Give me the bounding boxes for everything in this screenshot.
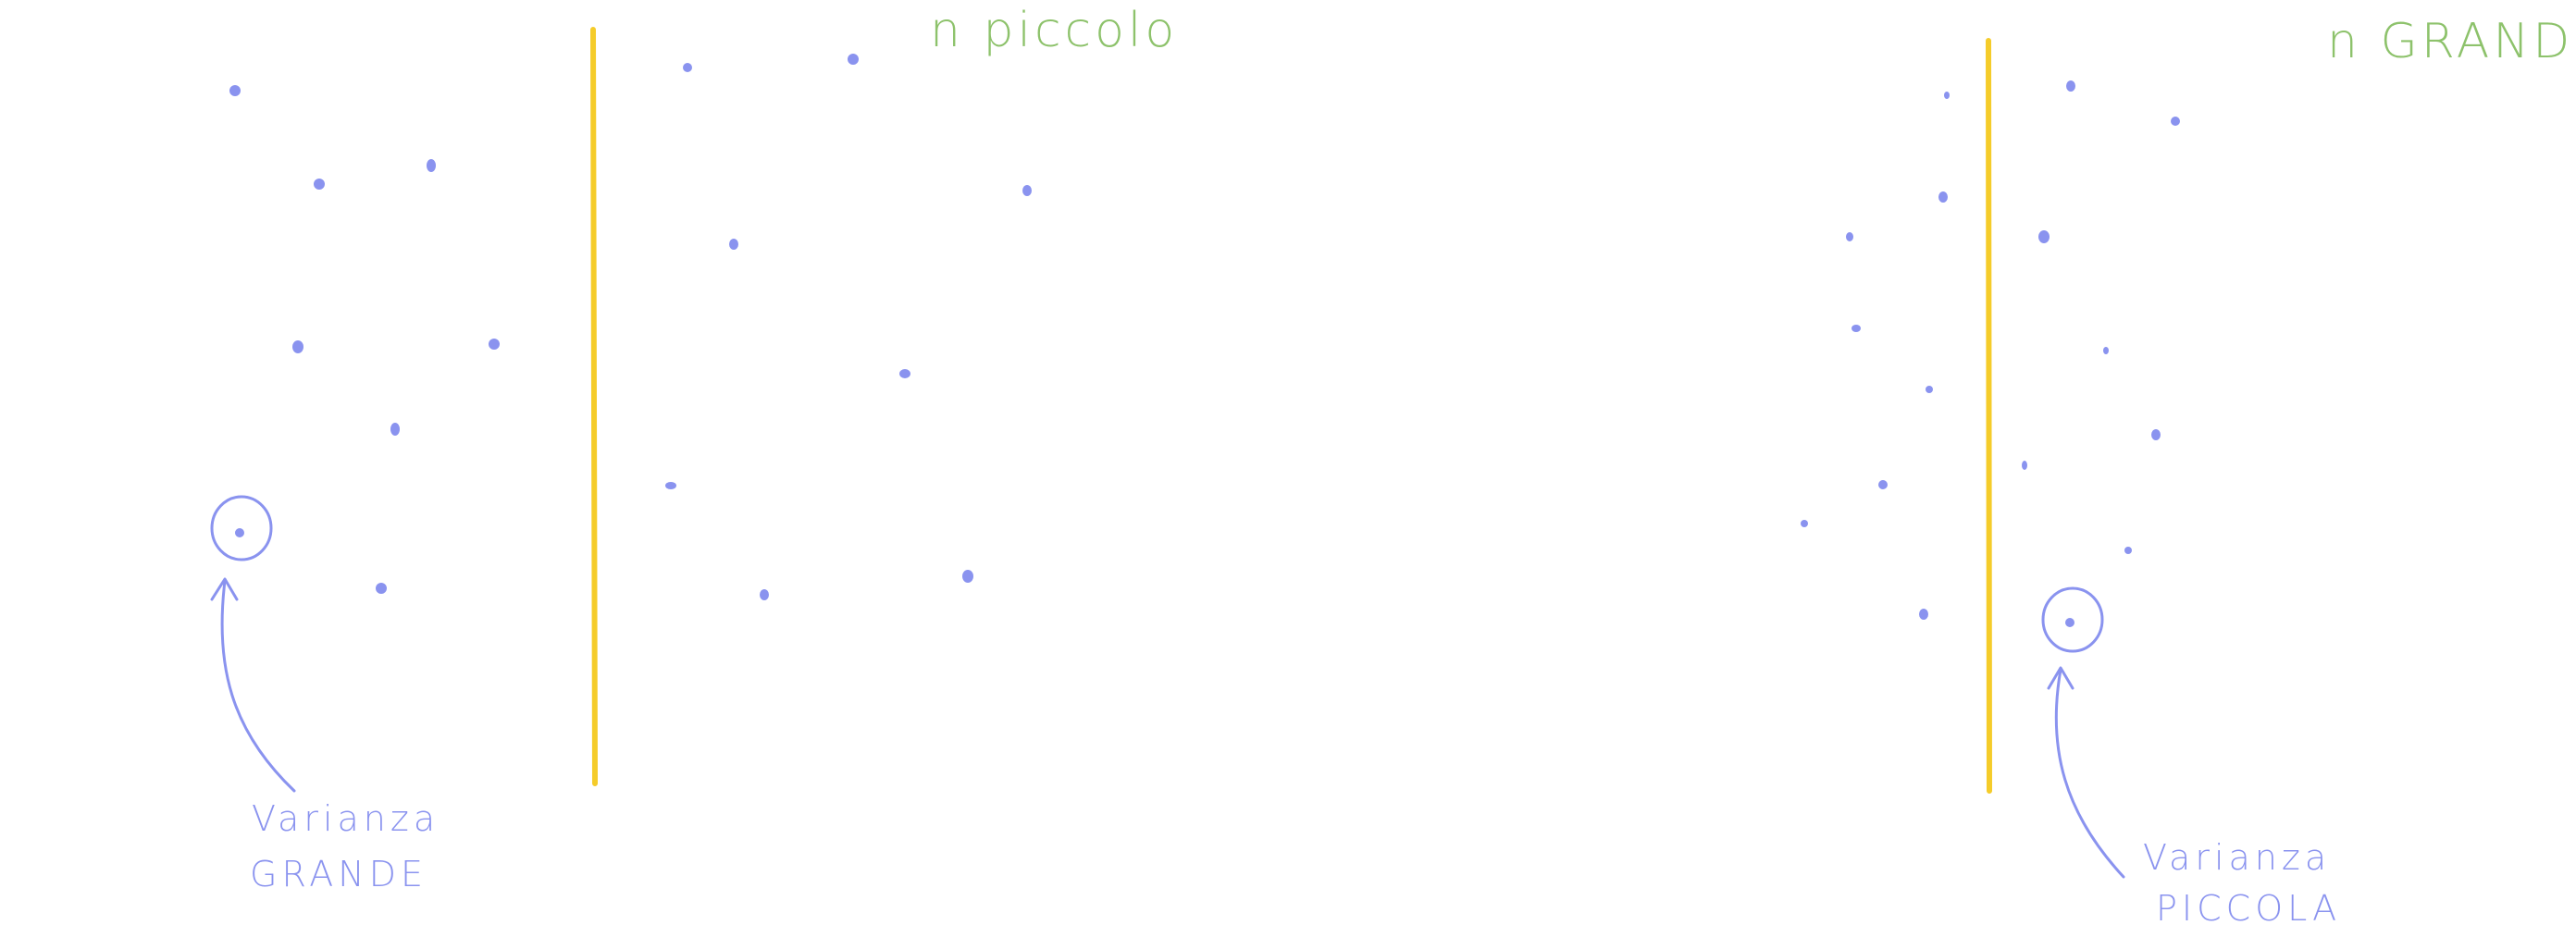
- scatter-points-large-n: [1801, 80, 2180, 620]
- point: [1919, 609, 1928, 620]
- point: [2038, 230, 2050, 243]
- vertical-line-small-n: [590, 27, 598, 786]
- point: [683, 63, 692, 72]
- annotation-arrow-small-n: [210, 577, 296, 793]
- point: [848, 54, 859, 65]
- annotation-line1-small-n: Varianza: [252, 798, 440, 839]
- point: [292, 340, 303, 353]
- point: [376, 583, 387, 594]
- annotation-line2-large-n: PICCOLA: [2156, 888, 2341, 925]
- point: [2022, 461, 2027, 470]
- panel-title-small-n: n piccolo: [930, 3, 1178, 58]
- point: [665, 482, 676, 489]
- point: [2066, 80, 2075, 92]
- point: [1878, 480, 1888, 489]
- point: [1852, 325, 1861, 332]
- point: [390, 423, 400, 436]
- point: [2171, 117, 2180, 126]
- point: [2124, 547, 2132, 554]
- point: [962, 570, 973, 583]
- point: [489, 339, 500, 350]
- panel-small-n: n piccolo: [210, 3, 1178, 894]
- point: [1938, 191, 1948, 203]
- circled-point-large-n: [2041, 586, 2104, 653]
- point: [2151, 429, 2161, 440]
- annotation-arrow-large-n: [2047, 666, 2125, 879]
- point: [1926, 386, 1933, 393]
- scatter-points-small-n: [229, 54, 1032, 600]
- point: [760, 589, 769, 600]
- panel-title-large-n: n GRANDE: [2327, 14, 2576, 69]
- point: [314, 179, 325, 190]
- circled-point-small-n: [210, 495, 273, 561]
- point: [2103, 347, 2109, 354]
- point: [229, 85, 241, 96]
- point: [427, 159, 436, 172]
- point: [1846, 232, 1853, 241]
- panel-large-n: n GRANDE: [1801, 14, 2576, 925]
- annotation-line2-small-n: GRANDE: [250, 854, 427, 894]
- point: [729, 239, 738, 250]
- point: [899, 369, 910, 378]
- vertical-line-large-n: [1986, 38, 1992, 794]
- annotation-line1-large-n: Varianza: [2143, 837, 2331, 878]
- point: [1801, 520, 1808, 527]
- point: [1022, 185, 1032, 196]
- point: [1944, 92, 1950, 99]
